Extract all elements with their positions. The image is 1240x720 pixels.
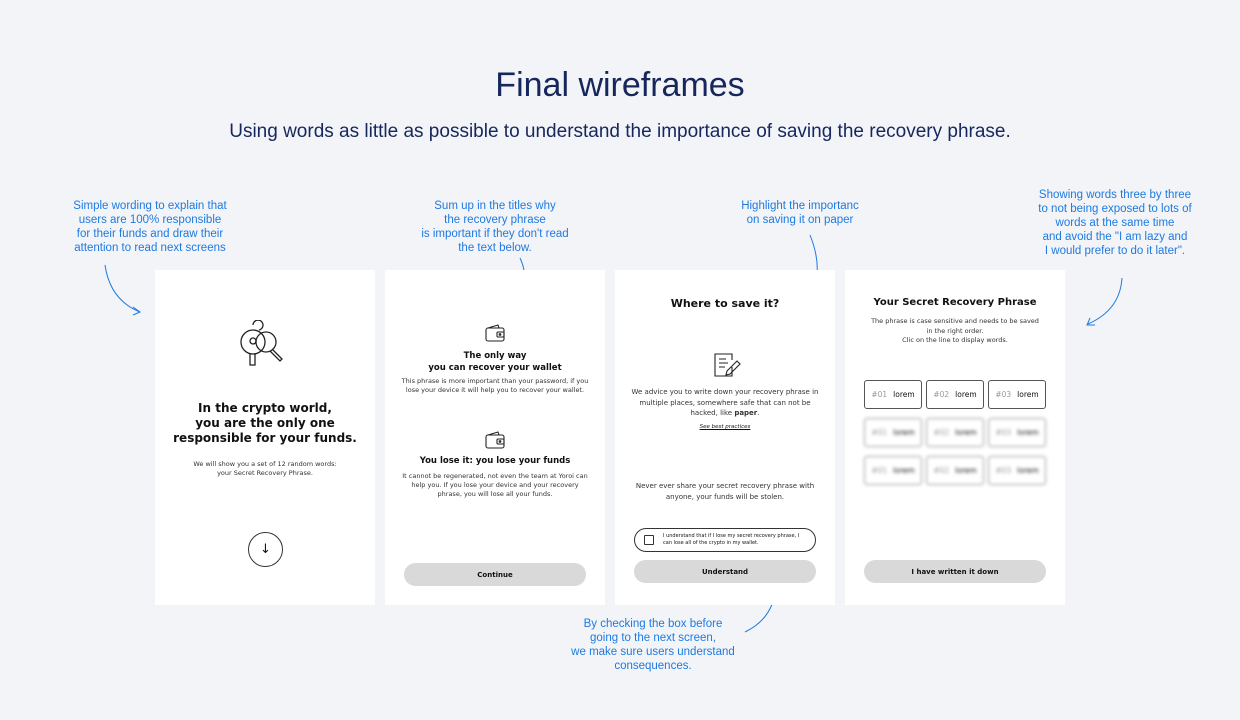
word-index: #02 [933, 428, 950, 437]
page-title: Final wireframes [495, 66, 745, 104]
screen-recovery-phrase: Your Secret Recovery Phrase The phrase i… [845, 270, 1065, 605]
word-text: lorem [955, 466, 977, 475]
wallet-icon [485, 324, 505, 342]
word-index: #01 [871, 466, 888, 475]
wallet-icon [485, 431, 505, 449]
screen-importance: The only way you can recover your wallet… [385, 270, 605, 605]
word-slot[interactable]: #01 lorem [864, 380, 922, 409]
word-text: lorem [955, 390, 977, 399]
word-text: lorem [955, 428, 977, 437]
best-practices-link[interactable]: See best practices [699, 424, 751, 430]
word-index: #03 [995, 390, 1012, 399]
word-text: lorem [893, 466, 915, 475]
written-down-button[interactable]: I have written it down [864, 560, 1046, 583]
screen-where-to-save: Where to save it? We advice you to write… [615, 270, 835, 605]
word-slot-hidden[interactable]: #01 lorem [864, 418, 922, 447]
phrase-instructions: The phrase is case sensitive and needs t… [871, 317, 1039, 344]
word-index: #02 [933, 390, 950, 399]
advice-paper: paper [734, 409, 758, 417]
checkbox-label: I understand that if I lose my secret re… [663, 533, 800, 546]
word-slot-hidden[interactable]: #02 lorem [926, 418, 984, 447]
annotation-2: Sum up in the titles why the recovery ph… [421, 200, 569, 254]
write-down-advice: We advice you to write down your recover… [615, 387, 835, 419]
word-slot[interactable]: #03 lorem [988, 380, 1046, 409]
word-index: #03 [995, 466, 1012, 475]
understand-checkbox-row[interactable]: I understand that if I lose my secret re… [634, 528, 816, 552]
where-heading: Where to save it? [670, 297, 780, 310]
word-index: #01 [871, 428, 888, 437]
intro-body: We will show you a set of 12 random word… [193, 460, 337, 477]
understand-button[interactable]: Understand [634, 560, 816, 583]
word-slot-hidden[interactable]: #03 lorem [988, 456, 1046, 485]
never-share-warning: Never ever share your secret recovery ph… [635, 482, 815, 501]
word-index: #01 [871, 390, 888, 399]
annotation-3: Highlight the importanc on saving it on … [741, 200, 859, 226]
word-text: lorem [893, 390, 915, 399]
scroll-down-button[interactable]: ↓ [248, 532, 283, 567]
annotation-1: Simple wording to explain that users are… [73, 200, 227, 254]
note-pencil-icon [714, 353, 741, 377]
section-body-lose: It cannot be regenerated, not even the t… [402, 472, 588, 498]
section-body-recover: This phrase is more important than your … [401, 377, 589, 394]
advice-end: . [757, 409, 760, 417]
word-text: lorem [1017, 390, 1039, 399]
phrase-heading: Your Secret Recovery Phrase [873, 297, 1037, 308]
page-subtitle: Using words as little as possible to und… [229, 121, 1011, 142]
word-index: #03 [995, 428, 1012, 437]
intro-heading: In the crypto world, you are the only on… [173, 401, 357, 445]
word-text: lorem [1017, 466, 1039, 475]
keys-icon [240, 320, 283, 366]
section-heading-lose: You lose it: you lose your funds [419, 456, 571, 466]
word-slot-hidden[interactable]: #01 lorem [864, 456, 922, 485]
annotation-4: Showing words three by three to not bein… [1038, 189, 1192, 257]
word-slot-hidden[interactable]: #02 lorem [926, 456, 984, 485]
word-slot-hidden[interactable]: #03 lorem [988, 418, 1046, 447]
checkbox[interactable] [644, 535, 654, 545]
word-text: lorem [1017, 428, 1039, 437]
word-slot[interactable]: #02 lorem [926, 380, 984, 409]
annotation-5: By checking the box before going to the … [571, 618, 735, 672]
continue-button[interactable]: Continue [404, 563, 586, 586]
advice-text: We advice you to write down your recover… [631, 388, 819, 417]
word-text: lorem [893, 428, 915, 437]
section-heading-recover: The only way you can recover your wallet [428, 351, 562, 373]
screen-intro: In the crypto world, you are the only on… [155, 270, 375, 605]
word-index: #02 [933, 466, 950, 475]
arrow-down-icon: ↓ [260, 542, 271, 557]
